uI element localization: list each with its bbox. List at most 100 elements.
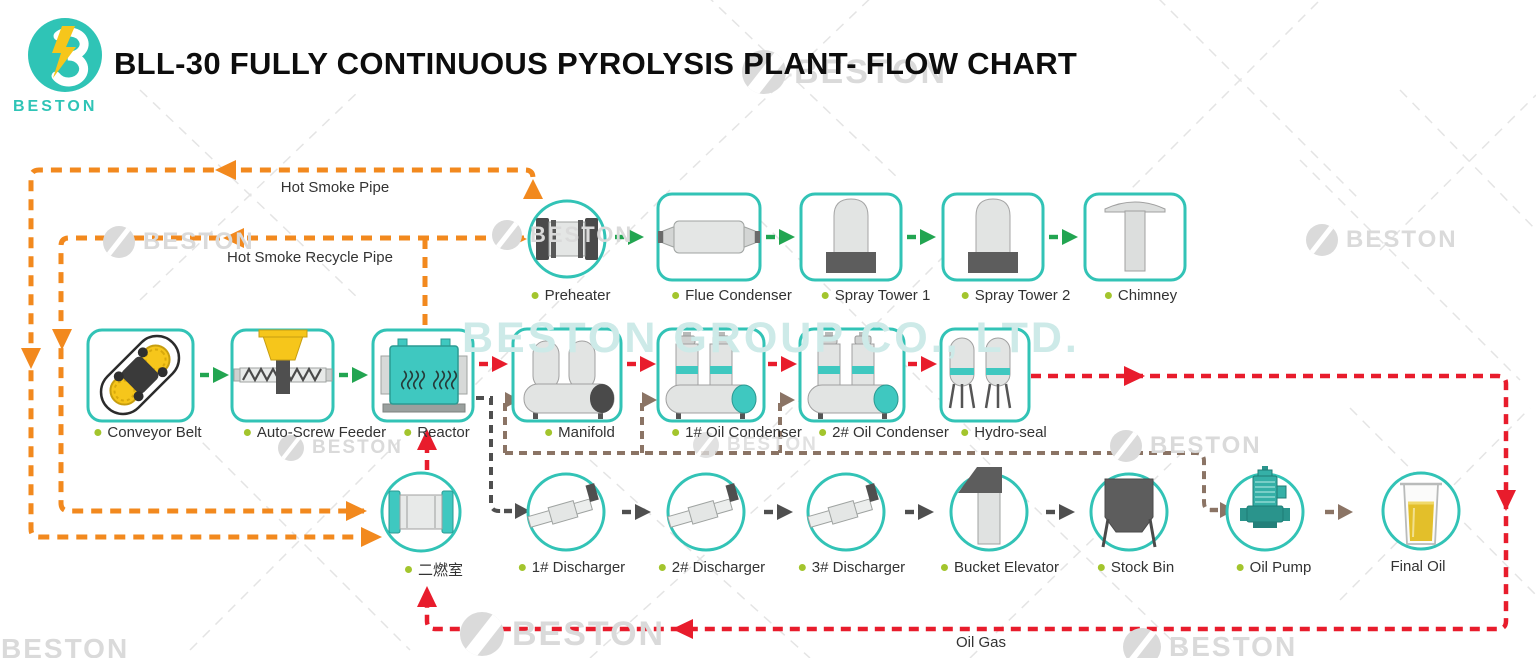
label-hot-smoke-pipe: Hot Smoke Pipe — [280, 179, 390, 196]
beston-logo-text: BESTON — [13, 98, 98, 115]
node-bucket-elevator — [949, 467, 1029, 552]
label-discharger-1: 1# Discharger — [518, 559, 625, 576]
arrow-up-into-reactor — [417, 429, 437, 450]
bullet-icon — [531, 292, 539, 299]
label-spray-tower-2: Spray Tower 2 — [961, 287, 1070, 304]
node-discharger-2 — [666, 472, 746, 552]
oil-gas-pipe-line — [417, 366, 1516, 639]
node-spray-tower-2 — [941, 192, 1045, 282]
label-reactor: Reactor — [404, 424, 470, 441]
bullet-icon — [1097, 564, 1105, 571]
label-flue-condenser: Flue Condenser — [672, 287, 792, 304]
arrow-left — [672, 619, 693, 639]
label-spray-tower-1: Spray Tower 1 — [821, 287, 930, 304]
arrow-right-into-condenser1 — [642, 392, 657, 408]
bullet-icon — [821, 292, 829, 299]
node-discharger-3 — [806, 472, 886, 552]
bullet-icon — [658, 564, 666, 571]
node-reactor — [371, 328, 475, 423]
oil-pump-icon — [1240, 466, 1290, 528]
node-flue-condenser — [656, 192, 762, 282]
beston-logo — [28, 18, 102, 92]
process-arrows-red — [479, 356, 937, 372]
node-oil-condenser-1 — [656, 327, 766, 423]
label-oil-pump: Oil Pump — [1236, 559, 1311, 576]
arrow-down — [21, 348, 41, 369]
hydro-seal-icon — [948, 337, 1012, 409]
arrow-right-into-chamber — [346, 501, 367, 521]
stock-bin-icon — [1101, 478, 1157, 548]
label-preheater: Preheater — [531, 287, 610, 304]
label-discharger-2: 2# Discharger — [658, 559, 765, 576]
arrow-left — [215, 160, 236, 180]
process-arrows-gray — [622, 504, 1075, 520]
arrow-down — [52, 329, 72, 350]
lightning-bolt-icon — [52, 26, 76, 78]
slag-discharge-line — [476, 396, 530, 519]
bullet-icon — [545, 429, 553, 436]
arrow-down — [1496, 490, 1516, 511]
flue-condenser-icon — [658, 220, 760, 254]
label-hydro-seal: Hydro-seal — [961, 424, 1047, 441]
node-manifold — [511, 327, 623, 423]
label-oil-condenser-1: 1# Oil Condenser — [672, 424, 802, 441]
node-spray-tower-1 — [799, 192, 903, 282]
label-secondary-combustion-chamber: 二燃室 — [404, 559, 463, 580]
label-final-oil: Final Oil — [1390, 558, 1446, 575]
node-stock-bin — [1089, 472, 1169, 552]
bullet-icon — [518, 564, 526, 571]
node-discharger-1 — [526, 472, 606, 552]
label-hot-smoke-recycle-pipe: Hot Smoke Recycle Pipe — [227, 249, 393, 266]
bullet-icon — [672, 292, 680, 299]
auto-screw-feeder-icon — [233, 329, 333, 394]
bullet-icon — [672, 429, 680, 436]
node-oil-pump — [1225, 466, 1305, 552]
process-arrows-green — [200, 229, 1078, 383]
discharger-3-icon — [807, 483, 879, 528]
bullet-icon — [94, 429, 102, 436]
label-oil-gas: Oil Gas — [955, 634, 1007, 651]
arrow-up-into-pipe — [523, 179, 543, 199]
label-manifold: Manifold — [545, 424, 615, 441]
preheater-icon — [536, 218, 598, 260]
reactor-icon — [380, 338, 468, 413]
oil-drain-line — [503, 392, 1353, 520]
final-oil-icon — [1400, 482, 1442, 545]
arrow-right-into-discharger — [515, 503, 530, 519]
bullet-icon — [798, 564, 806, 571]
chamber-to-reactor-line — [417, 429, 437, 470]
conveyor-belt-icon — [99, 334, 181, 416]
arrow-left — [223, 228, 244, 248]
bullet-icon — [961, 292, 969, 299]
bullet-icon — [404, 429, 412, 436]
chimney-icon — [1104, 201, 1166, 272]
node-auto-screw-feeder — [230, 328, 335, 423]
arrow-right-into-chamber — [361, 527, 382, 547]
manifold-icon — [523, 340, 615, 419]
discharger-1-icon — [527, 483, 599, 528]
arrow-right — [1124, 366, 1145, 386]
oil-condenser-2-icon — [807, 332, 899, 419]
label-discharger-3: 3# Discharger — [798, 559, 905, 576]
arrow-right-into-condenser2 — [780, 392, 795, 408]
node-secondary-combustion-chamber — [380, 471, 462, 553]
label-chimney: Chimney — [1104, 287, 1177, 304]
page-title: BLL-30 FULLY CONTINUOUS PYROLYSIS PLANT-… — [114, 46, 1078, 81]
bullet-icon — [1236, 564, 1244, 571]
label-oil-condenser-2: 2# Oil Condenser — [819, 424, 949, 441]
node-conveyor-belt — [86, 328, 195, 423]
oil-condenser-1-icon — [665, 332, 757, 419]
label-stock-bin: Stock Bin — [1097, 559, 1174, 576]
label-auto-screw-feeder: Auto-Screw Feeder — [243, 424, 386, 441]
secondary-combustion-chamber-icon — [388, 490, 454, 534]
bullet-icon — [961, 429, 969, 436]
bullet-icon — [1104, 292, 1112, 299]
bullet-icon — [940, 564, 948, 571]
arrow-up-into-chamber — [417, 586, 437, 607]
arrow-right-into-final-oil — [1338, 504, 1353, 520]
bullet-icon — [243, 429, 251, 436]
bullet-icon — [819, 429, 827, 436]
hot-smoke-pipe-line — [21, 160, 543, 547]
